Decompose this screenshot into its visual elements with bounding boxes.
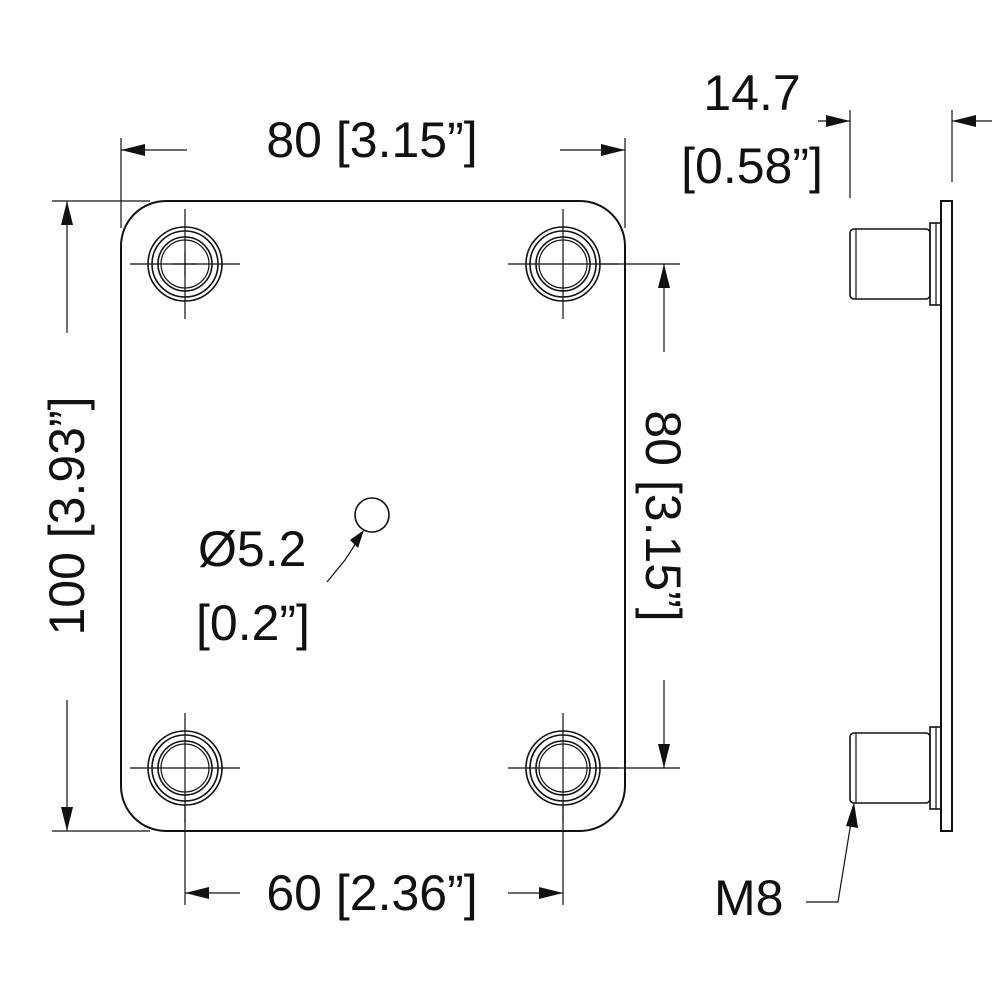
plate-side-view (940, 200, 953, 832)
hole-diameter-label: Ø5.2 (198, 521, 306, 577)
right-spacing-label: 80 [3.15”] (635, 410, 691, 621)
thickness-dimension (818, 110, 992, 198)
threaded-stud-bottom (849, 726, 942, 810)
thread-leader (806, 802, 858, 903)
hole-leader (326, 530, 364, 583)
top-width-dimension (120, 138, 626, 228)
bottom-spacing-label: 60 [2.36”] (266, 865, 477, 921)
right-spacing-dimension (658, 264, 670, 768)
top-width-label: 80 [3.15”] (266, 112, 477, 168)
hole-diameter-inches-label: [0.2”] (196, 595, 310, 651)
plate-front-view (120, 200, 626, 832)
thickness-inches-label: [0.58”] (681, 138, 823, 194)
mounting-hole-bottom-left (130, 713, 240, 823)
threaded-stud-top (849, 222, 942, 306)
thickness-value-label: 14.7 (703, 65, 800, 121)
mounting-hole-top-left (130, 209, 240, 319)
left-height-dimension (52, 200, 150, 832)
bottom-spacing-dimension (185, 887, 563, 899)
thread-size-label: M8 (714, 870, 783, 926)
left-height-label: 100 [3.93”] (39, 396, 95, 635)
small-hole (354, 497, 390, 533)
plate-outline (120, 200, 626, 832)
